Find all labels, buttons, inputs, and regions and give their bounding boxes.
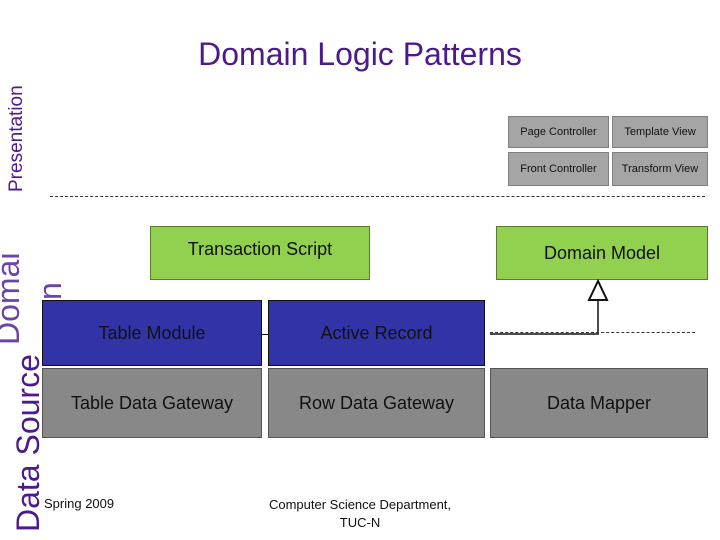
transaction-script-label: Transaction Script — [187, 239, 333, 259]
domain-layer-label: Domai — [0, 252, 26, 345]
footer-department-line2: TUC-N — [339, 515, 381, 530]
transaction-script-box: Transaction Script — [150, 226, 370, 280]
domain-datasource-separator — [490, 332, 695, 333]
inheritance-arrow — [490, 278, 609, 335]
domain-model-label: Domain Model — [543, 242, 661, 263]
page-title: Domain Logic Patterns — [198, 36, 522, 72]
data-mapper-label: Data Mapper — [546, 392, 652, 413]
table-data-gateway-box: Table Data Gateway — [42, 368, 262, 438]
presentation-domain-separator — [50, 196, 705, 197]
table-module-box: Table Module — [42, 300, 262, 366]
connector-line — [262, 334, 268, 335]
footer-department: Computer Science Department, TUC-N — [250, 496, 470, 532]
domain-model-box: Domain Model — [496, 226, 708, 280]
data-mapper-box: Data Mapper — [490, 368, 708, 438]
active-record-label: Active Record — [320, 322, 433, 343]
footer-department-line1: Computer Science Department, — [268, 497, 452, 512]
presentation-layer-label: Presentation — [6, 85, 27, 192]
page-controller-box: Page Controller — [508, 116, 609, 148]
front-controller-box: Front Controller — [508, 152, 609, 186]
transform-view-box: Transform View — [612, 152, 708, 186]
row-data-gateway-box: Row Data Gateway — [268, 368, 485, 438]
table-module-label: Table Module — [98, 322, 206, 343]
template-view-box: Template View — [612, 116, 708, 148]
active-record-box: Active Record — [268, 300, 485, 366]
footer-date: Spring 2009 — [44, 496, 115, 511]
row-data-gateway-label: Row Data Gateway — [298, 392, 455, 413]
domain-layer-label-suffix: n — [32, 282, 68, 300]
table-data-gateway-label: Table Data Gateway — [70, 392, 234, 413]
